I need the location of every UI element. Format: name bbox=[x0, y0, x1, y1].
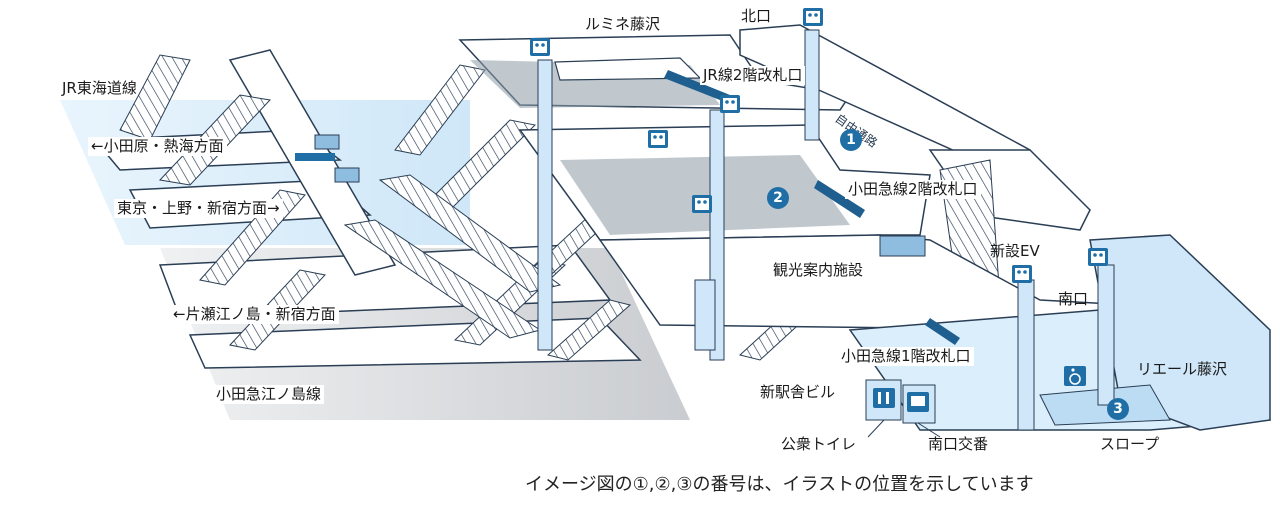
marker-2: 2 bbox=[767, 187, 789, 209]
label-riel: リエール藤沢 bbox=[1137, 360, 1228, 378]
label-jr-gate-2f: JR線2階改札口 bbox=[700, 66, 806, 85]
left-bridge bbox=[228, 49, 397, 276]
marker-1: 1 bbox=[840, 129, 862, 151]
pillar-1 bbox=[537, 59, 553, 351]
label-new-ev: 新設EV bbox=[990, 242, 1040, 260]
leader-toilet bbox=[867, 419, 885, 438]
pillar-6 bbox=[694, 279, 716, 351]
pillar-4 bbox=[1017, 279, 1035, 431]
label-katase-shinjuku: ←片瀬江ノ島・新宿方面 bbox=[170, 305, 339, 324]
elevator-icon bbox=[720, 95, 740, 113]
marker-3: 3 bbox=[1107, 398, 1129, 420]
label-odakyu-enoshima: 小田急江ノ島線 bbox=[213, 385, 325, 404]
label-tokyo-shinjuku: 東京・上野・新宿方面→ bbox=[114, 199, 283, 218]
caption: イメージ図の①,②,③の番号は、イラストの位置を示しています bbox=[525, 474, 1034, 495]
label-tourist-info: 観光案内施設 bbox=[770, 261, 867, 280]
toilet-icon bbox=[873, 388, 895, 408]
police-box-icon bbox=[907, 392, 929, 412]
leader-koban bbox=[917, 422, 941, 438]
elevator-icon bbox=[1088, 248, 1108, 266]
bridge-connector-bottom bbox=[334, 167, 360, 183]
elevator-icon bbox=[1012, 265, 1032, 283]
label-odakyu-gate-2f: 小田急線2階改札口 bbox=[845, 180, 981, 199]
label-jr-tokaido: JR東海道線 bbox=[62, 79, 137, 97]
label-koban: 南口交番 bbox=[928, 435, 989, 453]
label-new-station-building: 新駅舎ビル bbox=[760, 383, 836, 401]
stairs-mid-5 bbox=[546, 299, 632, 361]
stairs-diag-2 bbox=[378, 174, 562, 293]
escalator-odakyu-2f bbox=[814, 180, 865, 218]
wheelchair-icon bbox=[1064, 366, 1086, 386]
elevator-icon bbox=[648, 130, 668, 148]
label-south-exit: 南口 bbox=[1058, 290, 1089, 308]
label-lumine: ルミネ藤沢 bbox=[585, 15, 661, 33]
label-odakyu-gate-1f: 小田急線1階改札口 bbox=[838, 347, 974, 366]
tourist-info-box bbox=[879, 235, 926, 257]
stairs-left-1 bbox=[119, 54, 191, 141]
pillar-3 bbox=[804, 29, 820, 141]
label-odawara-atami: ←小田原・熱海方面 bbox=[88, 137, 227, 156]
escalator-jr bbox=[664, 70, 730, 102]
escalator-left bbox=[295, 153, 335, 161]
label-public-toilet: 公衆トイレ bbox=[781, 435, 857, 453]
bridge-connector-top bbox=[314, 134, 340, 150]
elevator-icon bbox=[692, 195, 712, 213]
label-slope: スロープ bbox=[1100, 435, 1160, 453]
elevator-icon bbox=[530, 38, 550, 56]
escalator-odakyu-1f bbox=[925, 318, 960, 345]
pillar-5 bbox=[1097, 264, 1115, 406]
label-north-exit: 北口 bbox=[741, 7, 772, 25]
elevator-icon bbox=[803, 8, 823, 26]
